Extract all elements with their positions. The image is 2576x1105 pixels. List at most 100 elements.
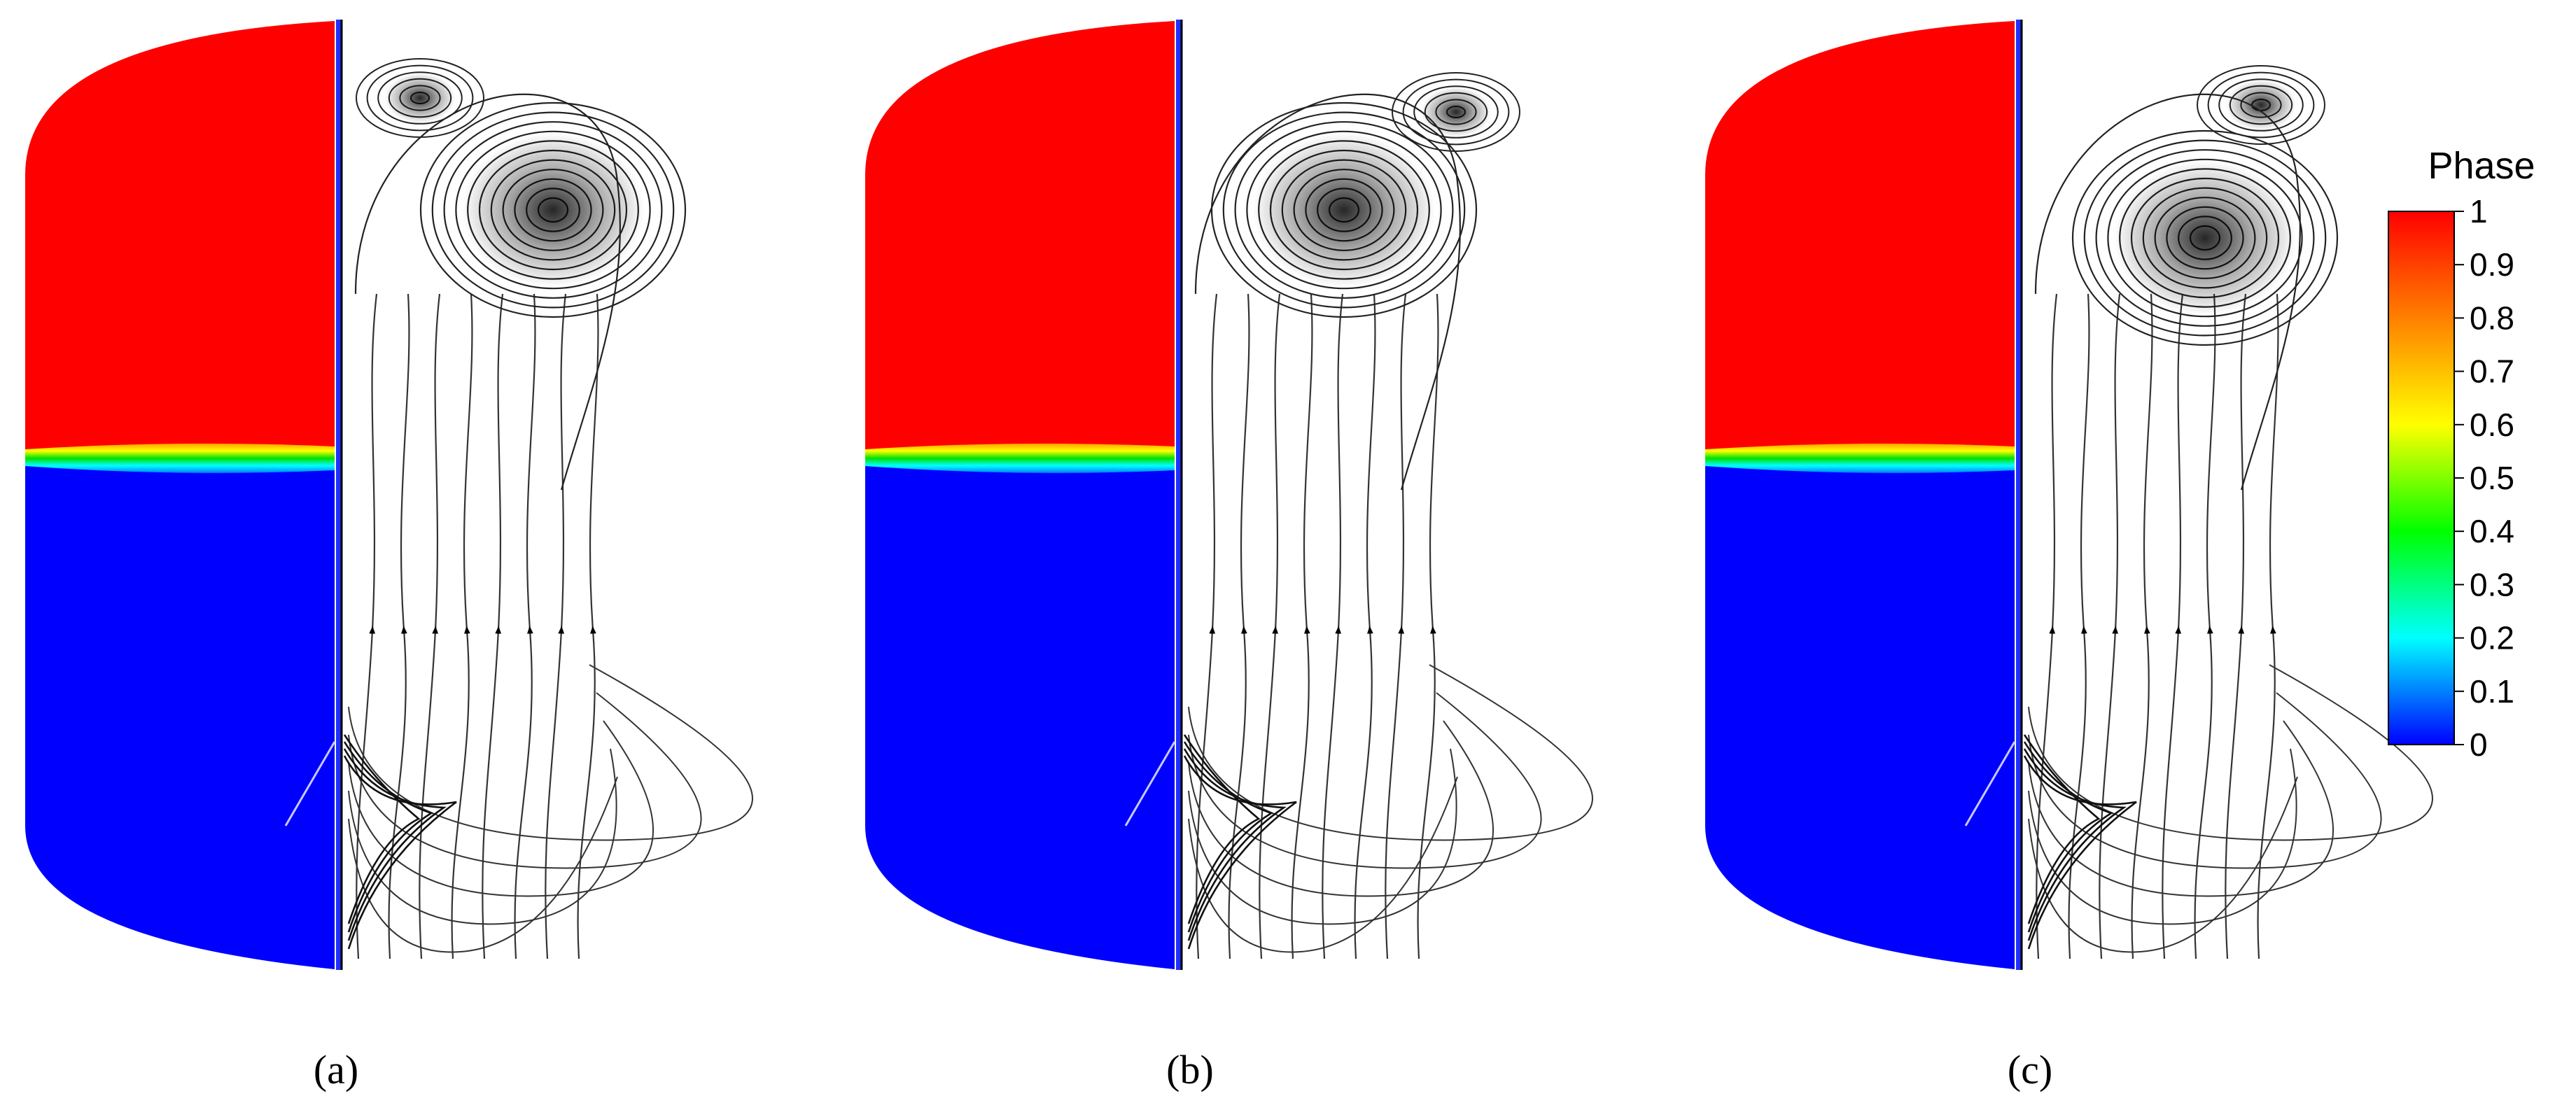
panel-b: (b): [865, 20, 1593, 1092]
vortex-streamline: [2083, 139, 2327, 337]
lower-phase-region: [25, 456, 335, 969]
streamline: [348, 720, 654, 897]
streamline: [1291, 293, 1313, 959]
vortex-streamline: [1210, 101, 1478, 318]
inlet-jet-streamline: [2023, 748, 2127, 941]
vortex-streamline: [431, 111, 675, 309]
streamline: [1228, 293, 1250, 959]
panel-label-b: (b): [1166, 1047, 1214, 1092]
streamline: [1259, 293, 1281, 959]
colorbar-tick-label: 0: [2470, 726, 2488, 763]
streamline: [2225, 293, 2247, 959]
upper-phase-region: [865, 21, 1175, 456]
vortex-streamline: [2095, 149, 2315, 327]
streamline: [2194, 293, 2216, 959]
vortex-core: [385, 73, 455, 123]
streamline: [2028, 748, 2297, 925]
inlet-jet-streamline: [2023, 734, 2101, 924]
streamline: [1194, 93, 1462, 491]
streamline: [2257, 293, 2279, 959]
vortex-streamline: [443, 121, 663, 299]
streamline: [354, 93, 622, 491]
inlet-jet-streamline: [343, 748, 447, 941]
colorbar-tick-label: 0.2: [2470, 620, 2514, 656]
streamline: [348, 664, 753, 841]
phase-interface-band: [1705, 443, 2015, 473]
vortex-streamline: [377, 71, 463, 125]
inlet-jet-streamline: [343, 741, 434, 933]
streamline: [1188, 748, 1457, 925]
streamline: [2028, 720, 2334, 897]
phase-interface-band: [865, 443, 1175, 473]
colorbar-title: Phase: [2428, 145, 2535, 187]
streamline: [348, 692, 702, 869]
streamline: [1354, 293, 1376, 959]
inlet-pipe: [284, 741, 336, 826]
inlet-jet-streamline: [2023, 741, 2114, 933]
vortex-core: [2114, 161, 2296, 315]
phase-contour: [25, 20, 343, 970]
streamline: [2068, 293, 2090, 959]
colorbar-bar: [2388, 211, 2455, 745]
panel-a: (a): [25, 20, 753, 1092]
vortex-streamline: [2071, 129, 2339, 346]
colorbar-tick-label: 0.5: [2470, 460, 2514, 496]
lower-phase-region: [865, 456, 1175, 969]
streamlines: [1183, 72, 1593, 959]
vortex-streamline: [419, 101, 687, 318]
vortex-streamline: [2218, 78, 2304, 132]
streamline: [1188, 692, 1542, 869]
vortex-streamline: [1222, 111, 1466, 309]
streamline: [545, 293, 567, 959]
streamlines: [2023, 65, 2433, 959]
phase-contour: [865, 20, 1183, 970]
streamline: [482, 293, 504, 959]
lower-phase-region: [1705, 456, 2015, 969]
colorbar-tick-label: 0.4: [2470, 513, 2514, 549]
inlet-jet-streamline: [1183, 755, 1297, 950]
streamline: [2028, 664, 2433, 841]
inlet-jet-streamline: [1183, 748, 1287, 941]
inlet-pipe: [1124, 741, 1176, 826]
inlet-jet-streamline: [2023, 755, 2137, 950]
vortex-core: [462, 133, 644, 287]
streamline: [348, 748, 617, 925]
streamlines: [343, 58, 753, 959]
streamline: [1188, 720, 1494, 897]
colorbar-tick-label: 1: [2470, 193, 2488, 230]
inlet-jet-streamline: [1183, 741, 1274, 933]
colorbar-tick-label: 0.9: [2470, 246, 2514, 283]
vortex-streamline: [2107, 158, 2303, 318]
vortex-core: [1253, 133, 1435, 287]
vortex-streamline: [1246, 130, 1442, 290]
panel-label-c: (c): [2008, 1047, 2052, 1092]
streamline: [577, 293, 599, 959]
streamline: [451, 293, 473, 959]
colorbar-tick-label: 0.6: [2470, 407, 2514, 443]
colorbar-tick-label: 0.3: [2470, 566, 2514, 603]
upper-phase-region: [25, 21, 335, 456]
panel-label-a: (a): [314, 1047, 358, 1092]
inlet-jet-streamline: [343, 734, 421, 924]
colorbar: Phase 10.90.80.70.60.50.40.30.20.10: [2388, 145, 2535, 763]
colorbar-tick-label: 0.7: [2470, 353, 2514, 390]
colorbar-tick-label: 0.8: [2470, 300, 2514, 336]
streamline: [2034, 93, 2302, 491]
vortex-streamline: [1402, 78, 1510, 146]
streamline: [2131, 293, 2153, 959]
vortex-streamline: [366, 64, 474, 132]
symmetry-axis: [1176, 20, 1182, 970]
inlet-jet-streamline: [343, 755, 457, 950]
vortex-streamline: [1234, 121, 1454, 299]
streamline: [2162, 293, 2184, 959]
phase-contour: [1705, 20, 2023, 970]
symmetry-axis: [2016, 20, 2022, 970]
streamline: [1196, 293, 1218, 959]
streamline: [2099, 293, 2121, 959]
colorbar-ticks: 10.90.80.70.60.50.40.30.20.10: [2454, 193, 2514, 763]
vortex-core: [2226, 80, 2296, 130]
symmetry-axis: [336, 20, 342, 970]
inlet-jet-streamline: [1183, 734, 1261, 924]
vortex-streamline: [1413, 85, 1499, 139]
